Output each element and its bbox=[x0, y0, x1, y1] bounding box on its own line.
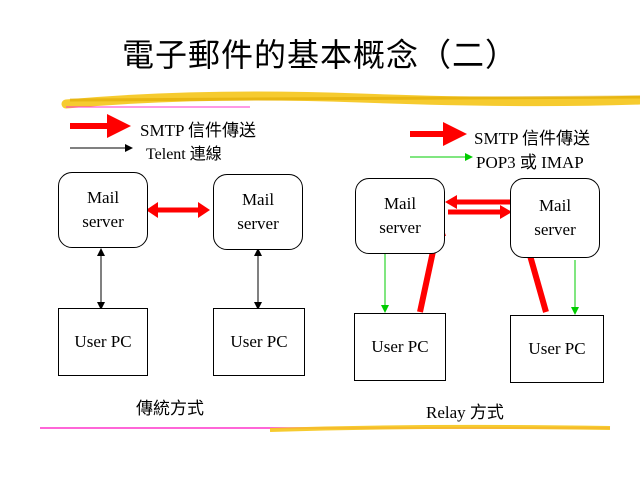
right-mail-server-2: Mail server bbox=[510, 178, 600, 258]
legend-telent-label: Telent 連線 bbox=[146, 146, 222, 163]
left-mail-server-1: Mail server bbox=[58, 172, 148, 248]
user-pc-label: User PC bbox=[230, 332, 288, 351]
user-pc-label: User PC bbox=[371, 337, 429, 356]
legend-smtp-label-left: SMTP 信件傳送 bbox=[140, 121, 257, 140]
left-user-pc-2: User PC bbox=[213, 308, 305, 376]
right-caption: Relay 方式 bbox=[426, 403, 504, 422]
bottom-underline-highlight bbox=[40, 424, 611, 432]
left-user-pc-1: User PC bbox=[58, 308, 148, 376]
legend-smtp-label-right: SMTP 信件傳送 bbox=[474, 129, 591, 148]
mail-server-line-2: server bbox=[237, 214, 279, 233]
mail-server-line-2: server bbox=[379, 218, 421, 237]
mail-server-line-1: Mail bbox=[538, 196, 572, 215]
left-caption: 傳統方式 bbox=[136, 399, 204, 418]
left-telent-arrow-2 bbox=[254, 248, 262, 310]
left-smtp-bidirectional-arrow bbox=[146, 202, 210, 218]
right-user-pc-1: User PC bbox=[354, 313, 446, 381]
title-underline-highlight bbox=[61, 91, 640, 109]
mail-server-line-1: Mail bbox=[383, 194, 417, 213]
mail-server-line-2: server bbox=[534, 220, 576, 239]
left-mail-server-2: Mail server bbox=[213, 174, 303, 250]
mail-server-line-1: Mail bbox=[86, 188, 120, 207]
right-user-pc-2: User PC bbox=[510, 315, 604, 383]
page-title: 電子郵件的基本概念（二） bbox=[121, 37, 518, 73]
mail-server-line-2: server bbox=[82, 212, 124, 231]
legend-pop3-label: POP3 或 IMAP bbox=[476, 153, 584, 172]
user-pc-label: User PC bbox=[74, 332, 132, 351]
mail-server-line-1: Mail bbox=[241, 190, 275, 209]
right-mail-server-1: Mail server bbox=[355, 178, 445, 254]
left-telent-arrow-1 bbox=[97, 248, 105, 310]
user-pc-label: User PC bbox=[528, 339, 586, 358]
